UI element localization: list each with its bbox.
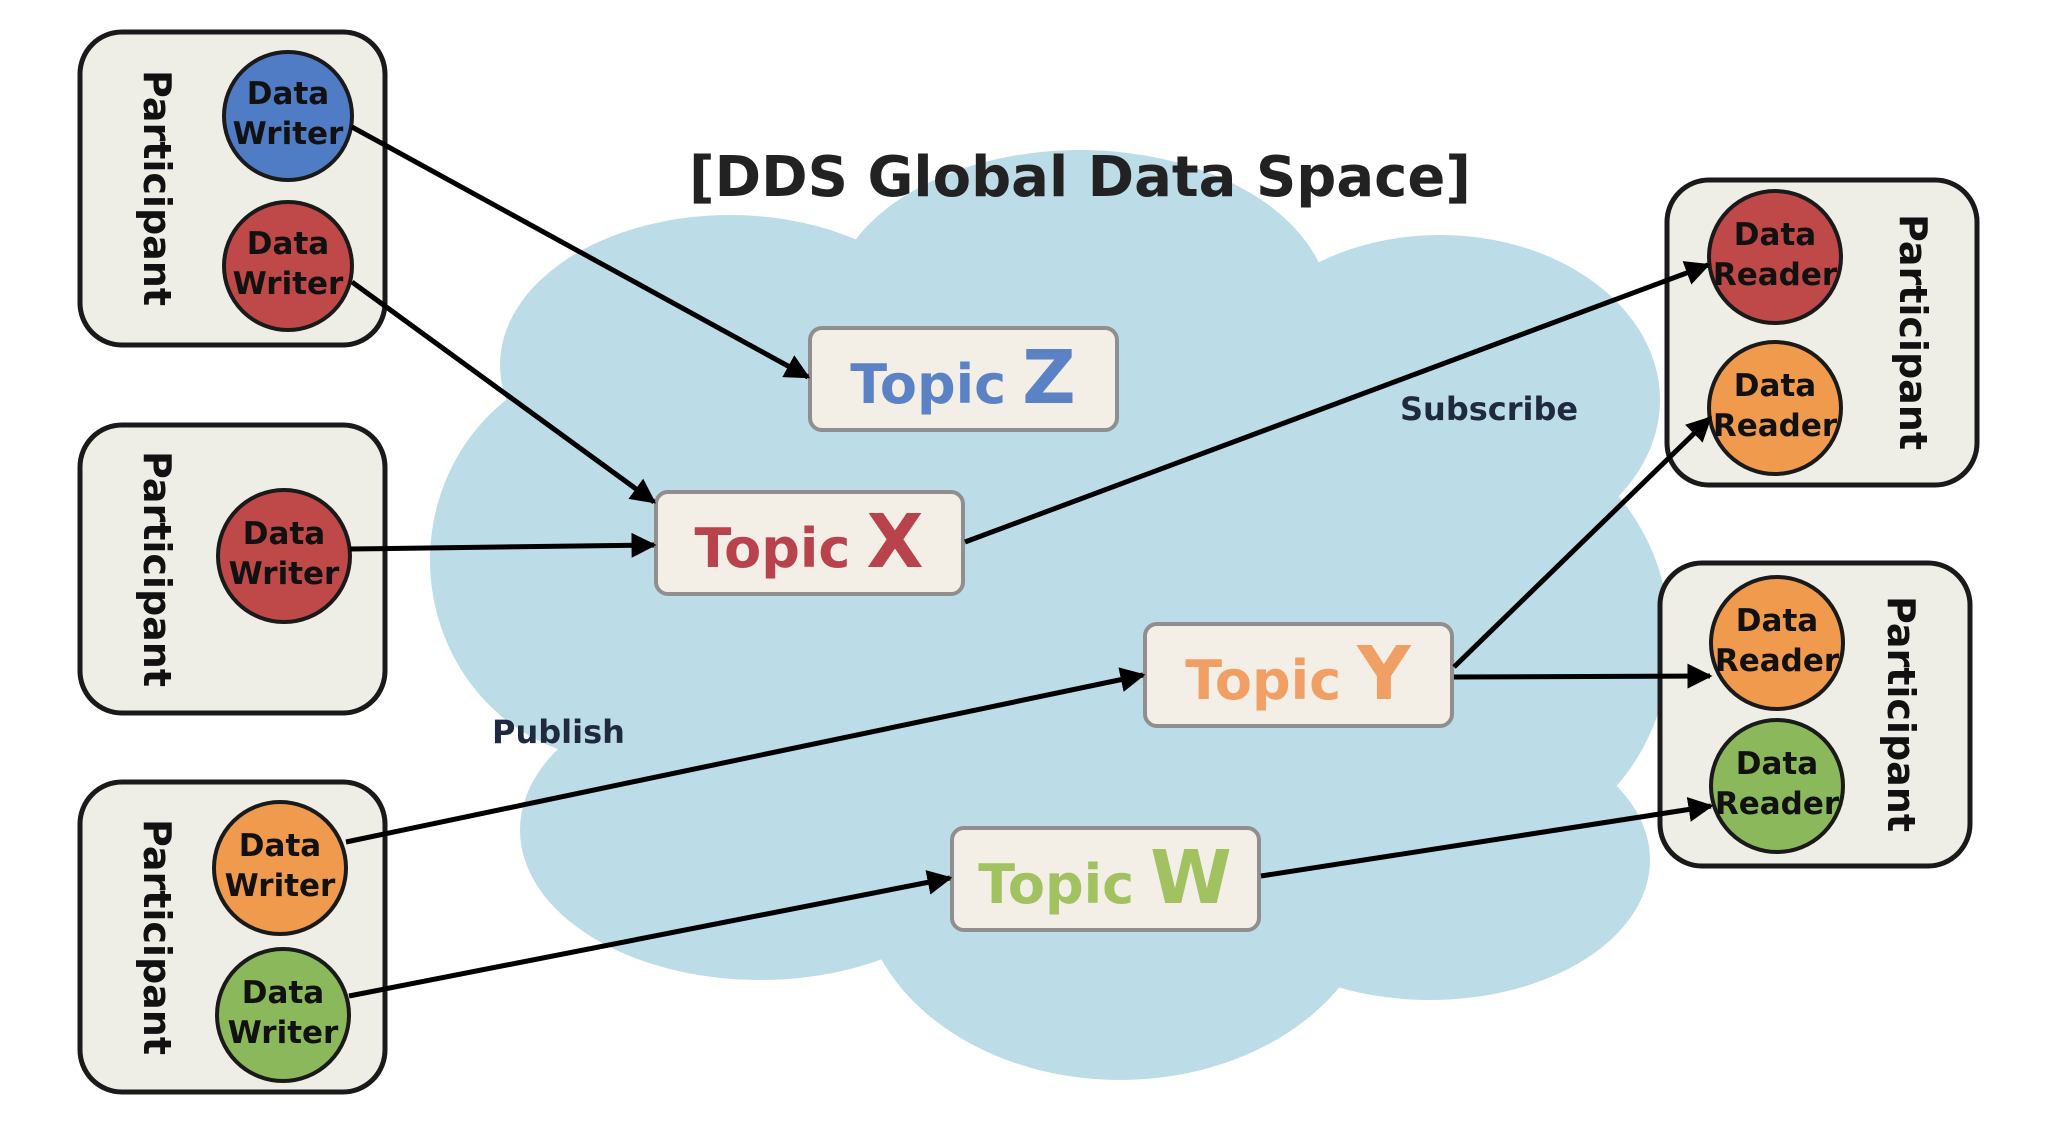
participant-label: Participant [135, 819, 179, 1055]
topic-word: Topic [978, 853, 1134, 916]
writer-label-line1: Data [243, 516, 325, 552]
topic-word: Topic [850, 353, 1006, 416]
topic-w-label: Topic W [978, 835, 1232, 921]
arrow-writer-to-topic-x [350, 279, 657, 505]
data-reader-node: Data Reader [1707, 189, 1843, 325]
data-writer-node: Data Writer [216, 488, 352, 624]
data-writer-node: Data Writer [212, 800, 348, 936]
diagram-title: [DDS Global Data Space] [689, 145, 1471, 210]
topic-letter: Y [1356, 631, 1412, 717]
connections [345, 124, 1714, 999]
writer-label-line2: Writer [233, 116, 344, 152]
reader-circle [1709, 718, 1845, 854]
reader-circle [1707, 340, 1843, 476]
writer-label-line2: Writer [229, 556, 340, 592]
subscribe-label: Subscribe [1400, 390, 1578, 428]
data-writer-node: Data Writer [215, 947, 351, 1083]
participant-right-1: Participant Data Reader Data Reader [1664, 177, 1980, 488]
topic-letter: W [1150, 835, 1232, 921]
reader-label-line2: Reader [1713, 257, 1838, 293]
writer-circle [215, 947, 351, 1083]
reader-label-line1: Data [1734, 368, 1816, 404]
arrow-topic-y-to-reader [1452, 416, 1712, 669]
writer-circle [212, 800, 348, 936]
arrow-topic-w-to-reader [1260, 797, 1714, 879]
data-reader-node: Data Reader [1709, 575, 1845, 711]
writer-label-line2: Writer [228, 1015, 339, 1051]
data-writer-node: Data Writer [222, 200, 354, 332]
reader-label-line1: Data [1734, 217, 1816, 253]
writer-label-line2: Writer [225, 868, 336, 904]
topic-word: Topic [695, 517, 851, 580]
data-reader-node: Data Reader [1707, 340, 1843, 476]
reader-circle [1707, 189, 1843, 325]
publish-label: Publish [492, 713, 625, 751]
participant-left-2: Participant Data Writer [77, 422, 388, 716]
reader-circle [1709, 575, 1845, 711]
topic-letter: Z [1022, 335, 1076, 421]
writer-circle [216, 488, 352, 624]
global-data-space-cloud [430, 150, 1670, 1080]
arrow-topic-y-to-reader [1453, 663, 1713, 689]
arrow-topic-x-to-reader [964, 261, 1711, 545]
arrow-writer-to-topic-x [349, 532, 657, 558]
topic-letter: X [866, 499, 923, 585]
data-reader-node: Data Reader [1709, 718, 1845, 854]
writer-circle [222, 50, 354, 182]
writer-label-line2: Writer [233, 266, 344, 302]
writer-label-line1: Data [247, 76, 329, 112]
participant-label: Participant [135, 451, 179, 687]
writer-label-line1: Data [239, 828, 321, 864]
participant-left-1: Participant Data Writer Data Writer [77, 29, 388, 348]
topic-w: Topic W [950, 826, 1261, 932]
data-writer-node: Data Writer [222, 50, 354, 182]
participant-label: Participant [135, 70, 179, 306]
topic-z: Topic Z [808, 326, 1119, 432]
participant-label: Participant [1891, 214, 1935, 450]
arrow-writer-to-topic-z [350, 124, 811, 380]
arrow-writer-to-topic-y [345, 667, 1146, 845]
reader-label-line2: Reader [1713, 408, 1838, 444]
arrow-writer-to-topic-w [348, 870, 953, 999]
participant-label: Participant [1879, 596, 1923, 832]
reader-label-line1: Data [1736, 603, 1818, 639]
writer-circle [222, 200, 354, 332]
reader-label-line2: Reader [1715, 643, 1840, 679]
writer-label-line1: Data [242, 975, 324, 1011]
participant-right-2: Participant Data Reader Data Reader [1657, 560, 1973, 869]
participant-left-3: Participant Data Writer Data Writer [77, 779, 388, 1095]
reader-label-line1: Data [1736, 746, 1818, 782]
topic-z-label: Topic Z [850, 335, 1076, 421]
reader-label-line2: Reader [1715, 786, 1840, 822]
topic-word: Topic [1185, 649, 1341, 712]
writer-label-line1: Data [247, 226, 329, 262]
